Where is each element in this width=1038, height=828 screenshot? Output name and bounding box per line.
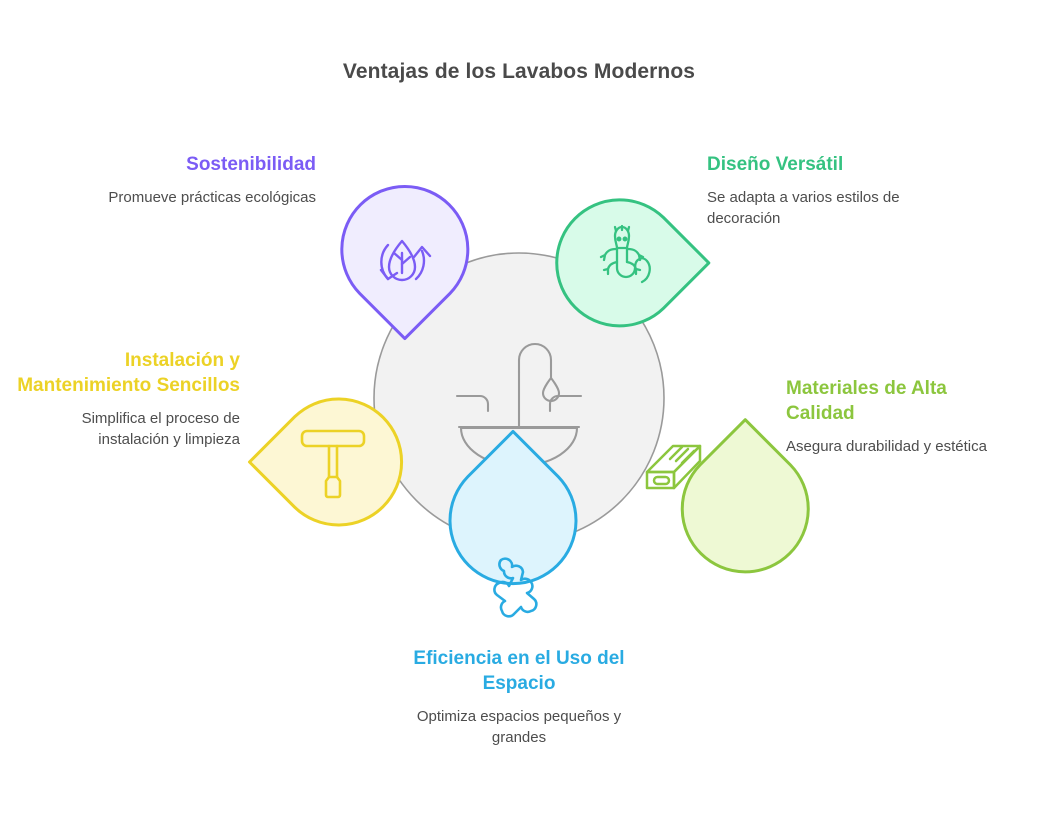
label-title-sostenibilidad: Sostenibilidad [186,154,316,175]
recycle-leaf-icon [379,239,432,282]
page-title: Ventajas de los Lavabos Modernos [342,60,696,83]
brick-block-icon [645,444,702,490]
node-marker-materiales[interactable] [645,418,834,598]
squeegee-icon [300,429,366,499]
label-title-eficiencia: Eficiencia en el Uso del Espacio [413,648,625,695]
label-desc-instalacion: Simplifica el proceso de instalación y l… [81,410,240,449]
node-marker-sostenibilidad[interactable] [316,160,494,341]
label-desc-sostenibilidad: Promueve prácticas ecológicas [108,189,316,207]
label-title-diseno-versatil: Diseño Versátil [707,154,844,175]
label-block-materiales: Materiales de Alta Calidad Asegura durab… [786,376,1016,457]
label-desc-diseno-versatil: Se adapta a varios estilos de decoración [707,189,900,228]
teardrop-shape-materiales [680,418,810,574]
node-marker-eficiencia[interactable] [424,429,602,618]
teardrop-shape-eficiencia [448,429,578,585]
lizard-icon [599,224,651,284]
label-block-diseno-versatil: Diseño Versátil Se adapta a varios estil… [707,152,957,230]
label-block-instalacion: Instalación y Mantenimiento Sencillos Si… [14,348,240,451]
label-desc-materiales: Asegura durabilidad y estética [786,438,987,456]
node-marker-instalacion[interactable] [247,373,427,551]
teardrop-shape-instalacion [247,397,403,527]
puzzle-piece-icon [493,557,538,618]
label-desc-eficiencia: Optimiza espacios pequeños y grandes [416,708,622,747]
label-block-eficiencia: Eficiencia en el Uso del Espacio Optimiz… [396,646,642,749]
label-title-materiales: Materiales de Alta Calidad [786,378,947,425]
label-title-instalacion: Instalación y Mantenimiento Sencillos [17,350,240,397]
node-marker-diseno-versatil[interactable] [531,174,711,352]
teardrop-shape-diseno [555,198,711,328]
label-block-sostenibilidad: Sostenibilidad Promueve prácticas ecológ… [70,152,316,208]
